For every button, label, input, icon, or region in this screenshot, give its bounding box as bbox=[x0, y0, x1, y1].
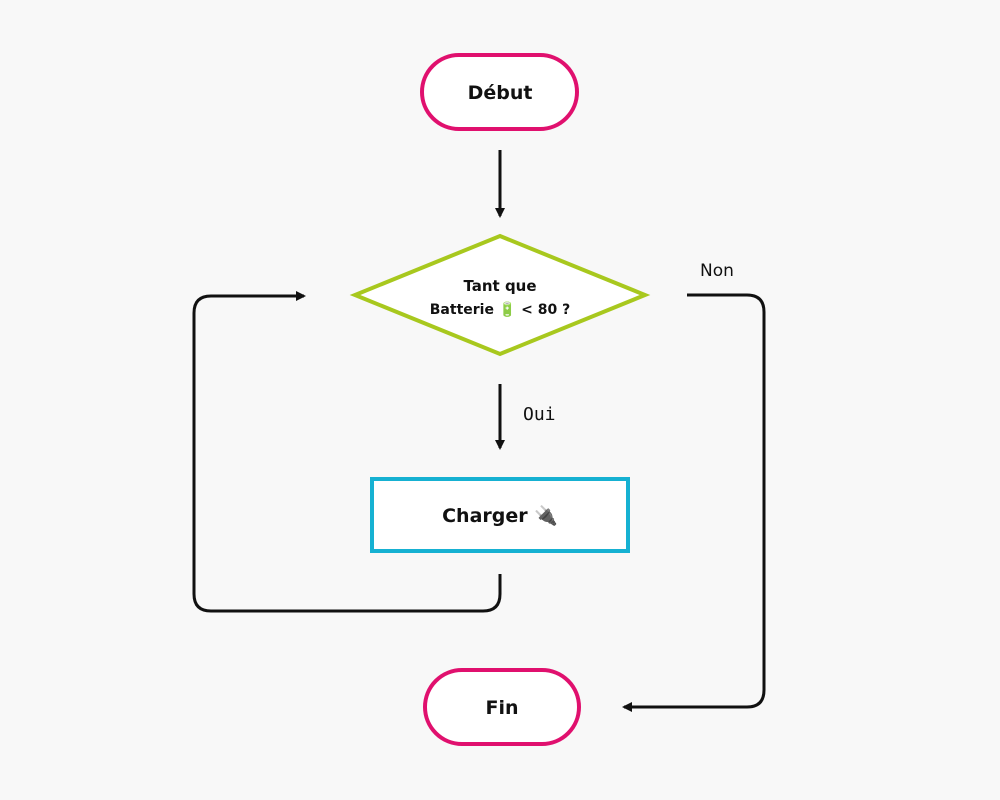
start-node: Début bbox=[420, 53, 579, 131]
no-branch-label: Non bbox=[700, 261, 734, 281]
no-branch-connector bbox=[622, 293, 766, 712]
decision-node-shape bbox=[349, 233, 651, 357]
end-node-label: Fin bbox=[485, 697, 518, 719]
yes-branch-label: Oui bbox=[523, 404, 556, 425]
process-node-label: Charger 🔌 bbox=[442, 504, 558, 527]
process-node: Charger 🔌 bbox=[370, 477, 630, 553]
decision-node: Tant que Batterie 🔋 < 80 ? bbox=[349, 233, 651, 357]
start-node-label: Début bbox=[468, 82, 533, 104]
loop-back-connector bbox=[192, 291, 502, 613]
process-node-shape bbox=[370, 477, 630, 553]
decision-condition-line-2: Batterie 🔋 < 80 ? bbox=[430, 301, 570, 318]
decision-condition-line-1: Tant que bbox=[463, 277, 536, 295]
end-node: Fin bbox=[423, 668, 581, 746]
start-node-shape bbox=[420, 53, 579, 131]
end-node-shape bbox=[423, 668, 581, 746]
